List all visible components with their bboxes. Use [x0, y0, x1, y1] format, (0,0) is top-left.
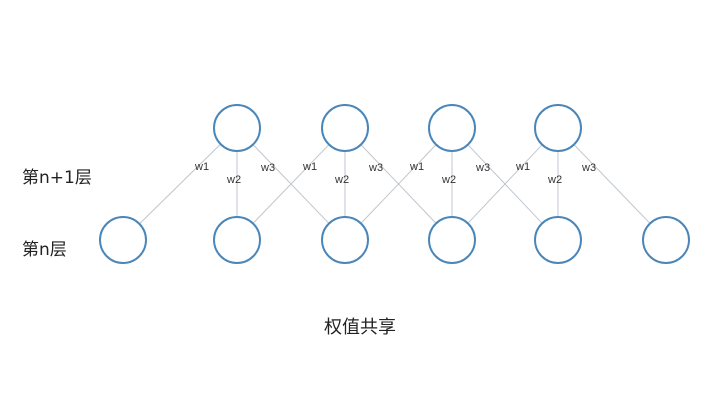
edge-u4-l6 [573, 144, 651, 224]
lower-neuron-4 [428, 216, 476, 264]
weight-label-w1-u4: w1 [515, 161, 530, 173]
weight-label-w2-u1: w2 [226, 174, 241, 186]
edge-u4-l4 [467, 144, 543, 224]
weight-label-w1-u3: w1 [409, 161, 424, 173]
connection-edges [139, 143, 651, 225]
weight-label-w2-u3: w2 [441, 174, 456, 186]
lower-neuron-5 [534, 216, 582, 264]
upper-layer-label: 第n+1层 [22, 168, 92, 188]
weight-label-w3-u1: w3 [260, 162, 275, 174]
weight-label-w2-u2: w2 [334, 174, 349, 186]
upper-neuron-1 [213, 104, 261, 152]
edge-u3-l3 [360, 144, 437, 224]
weight-labels: w1 w2 w3 w1 w2 w3 w1 w2 w3 w1 w2 w3 [194, 161, 596, 186]
diagram-caption: 权值共享 [324, 317, 396, 338]
weight-label-w3-u2: w3 [368, 162, 383, 174]
weight-label-w3-u4: w3 [581, 162, 596, 174]
lower-neuron-1 [99, 216, 147, 264]
neurons [99, 104, 690, 264]
weight-label-w2-u4: w2 [547, 174, 562, 186]
lower-neuron-6 [642, 216, 690, 264]
lower-neuron-3 [321, 216, 369, 264]
weight-label-w1-u2: w1 [302, 161, 317, 173]
lower-layer-label: 第n层 [22, 240, 67, 260]
lower-neuron-2 [213, 216, 261, 264]
weight-label-w3-u3: w3 [475, 162, 490, 174]
upper-neuron-2 [321, 104, 369, 152]
edge-u1-l1 [139, 143, 221, 225]
upper-neuron-4 [534, 104, 582, 152]
upper-neuron-3 [428, 104, 476, 152]
weight-label-w1-u1: w1 [194, 161, 209, 173]
edge-u2-l2 [252, 144, 330, 224]
